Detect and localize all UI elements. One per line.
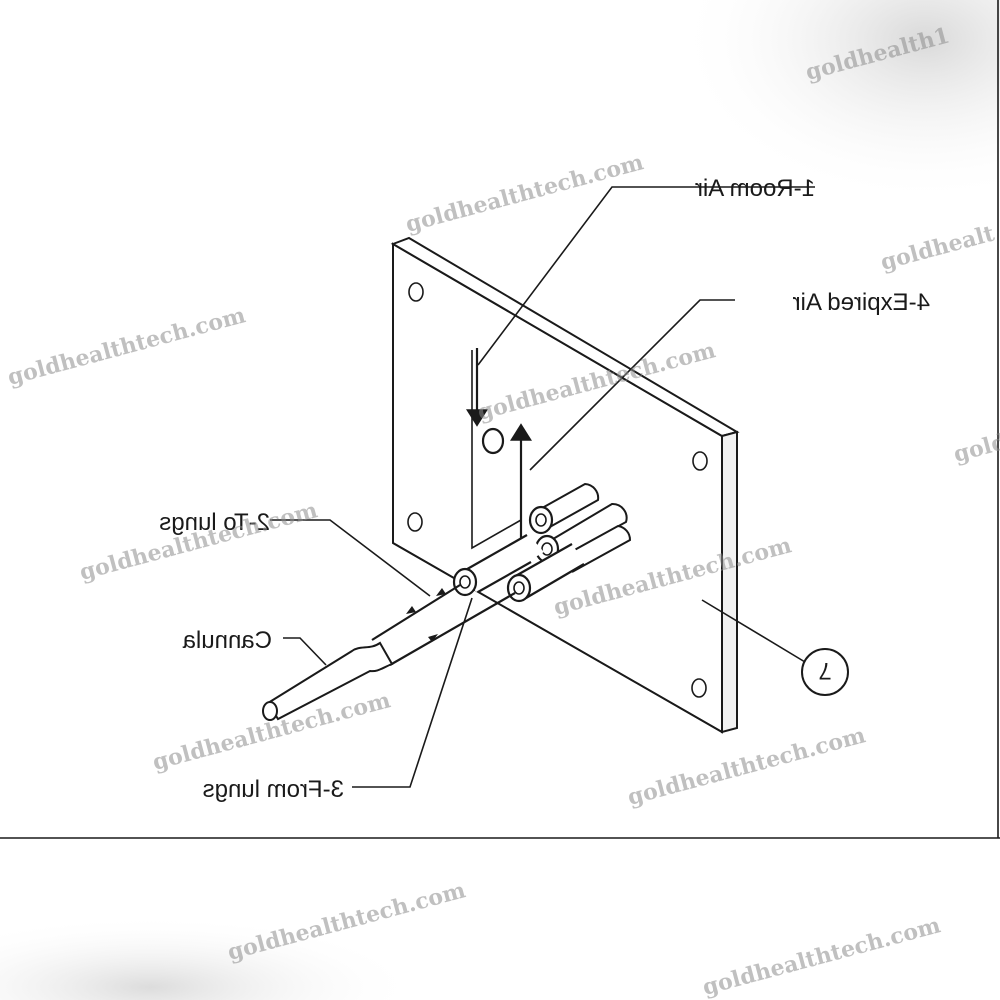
port-hole bbox=[481, 427, 505, 455]
part-number-callout bbox=[801, 648, 849, 696]
to-lungs-flow-line bbox=[371, 584, 461, 641]
background-shade-top bbox=[500, 0, 1000, 330]
cannula-leader bbox=[283, 637, 327, 666]
expired-air-label: 4-Expired Air bbox=[793, 289, 930, 316]
expired-air-leader bbox=[529, 299, 735, 471]
mounting-hole bbox=[692, 451, 708, 471]
mounting-hole bbox=[408, 282, 424, 302]
part-leader bbox=[701, 599, 806, 663]
cannula-label: Cannula bbox=[182, 627, 272, 654]
from-lungs-flow-line bbox=[389, 592, 516, 666]
room-air-label: 1-Room Air bbox=[695, 175, 815, 202]
room-air-leader bbox=[477, 186, 815, 366]
mounting-hole bbox=[691, 678, 707, 698]
to-lungs-leader bbox=[270, 519, 431, 597]
background-shade-bottom bbox=[0, 840, 600, 1000]
part-number-label: 7 bbox=[818, 657, 831, 684]
from-lungs-leader bbox=[352, 597, 473, 788]
cannula bbox=[262, 641, 394, 721]
from-lungs-label: 3-From lungs bbox=[203, 776, 344, 803]
to-lungs-label: 2-To lungs bbox=[159, 509, 270, 536]
mounting-hole bbox=[407, 512, 423, 532]
mounting-plate bbox=[390, 236, 740, 734]
tube-bundle bbox=[452, 482, 632, 603]
